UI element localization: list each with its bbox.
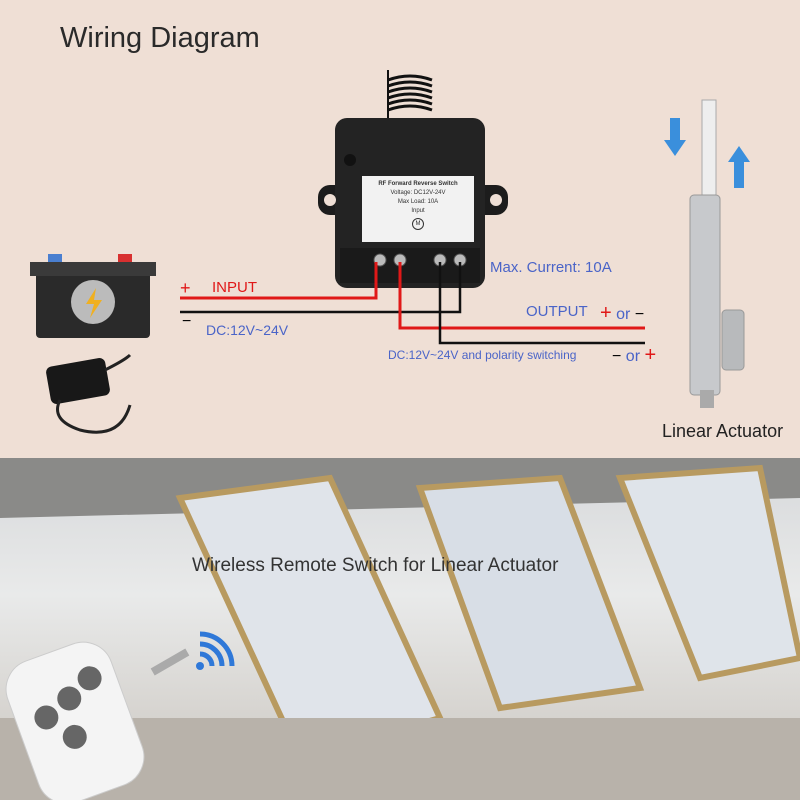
wires xyxy=(180,262,645,345)
rf-switch-controller xyxy=(318,118,508,288)
polarity1-plus: + xyxy=(600,302,612,324)
skylight-room-illustration xyxy=(0,458,800,800)
input-plus: + xyxy=(180,278,191,298)
polarity2-or: or xyxy=(625,348,641,365)
output-note: DC:12V~24V and polarity switching xyxy=(388,348,577,362)
bottom-caption: Wireless Remote Switch for Linear Actuat… xyxy=(192,555,559,576)
actuator-label: Linear Actuator xyxy=(662,421,784,441)
battery-icon xyxy=(30,254,156,338)
max-current: Max. Current: 10A xyxy=(490,259,612,276)
wiring-svg xyxy=(30,70,750,434)
motor-symbol: M xyxy=(412,218,424,230)
output-label: OUTPUT xyxy=(526,303,588,320)
remote-control-icon xyxy=(5,641,190,800)
linear-actuator-icon xyxy=(689,99,745,408)
controller-label-input: Input xyxy=(411,208,425,214)
controller-label: RF Forward Reverse Switch Voltage: DC12V… xyxy=(364,180,472,230)
page-title: Wiring Diagram xyxy=(60,22,260,54)
controller-label-load: Max Load: 10A xyxy=(397,199,439,205)
input-voltage: DC:12V~24V xyxy=(206,322,289,338)
input-minus: − xyxy=(182,313,192,330)
arrow-down-icon xyxy=(664,118,686,156)
controller-label-title: RF Forward Reverse Switch xyxy=(378,181,458,187)
polarity2-minus: − xyxy=(612,348,622,365)
input-label: INPUT xyxy=(212,279,257,296)
room-photo-panel: Wireless Remote Switch for Linear Actuat… xyxy=(0,458,800,800)
wiring-diagram-panel: Wiring Diagram xyxy=(30,22,784,441)
polarity1-minus: − xyxy=(634,306,645,323)
controller-label-voltage: Voltage: DC12V-24V xyxy=(390,190,446,196)
arrow-up-icon xyxy=(728,146,750,188)
polarity2-plus: + xyxy=(644,344,657,366)
power-adapter-icon xyxy=(46,353,132,434)
antenna-icon xyxy=(387,70,433,118)
polarity1-or: or xyxy=(616,306,631,323)
